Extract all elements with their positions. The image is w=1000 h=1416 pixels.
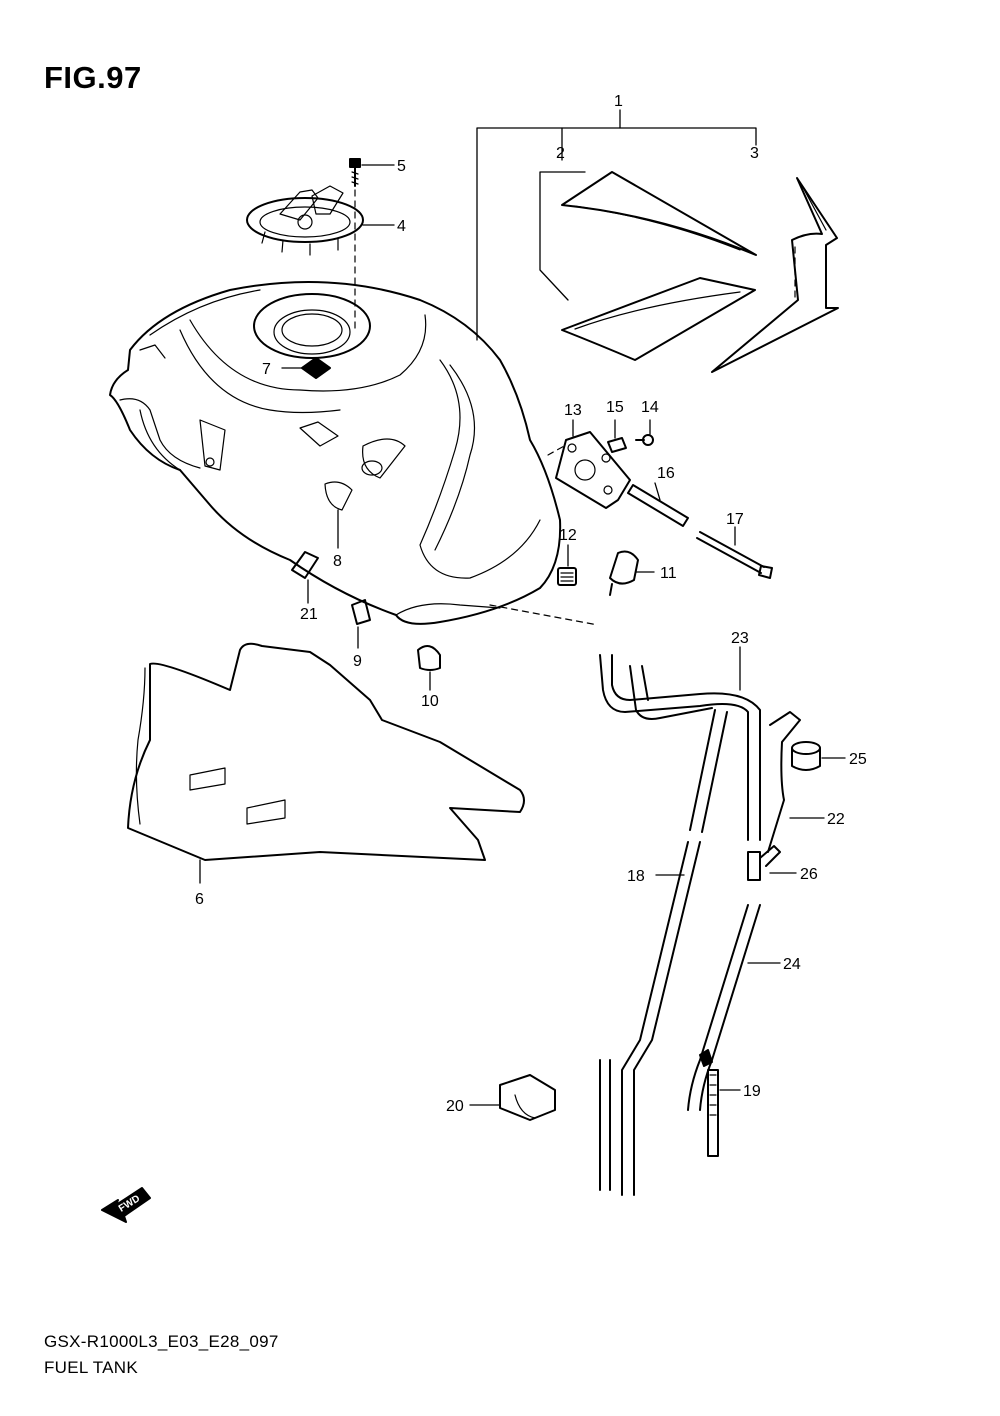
cushion-10 (417, 645, 441, 691)
callout-15: 15 (606, 399, 624, 416)
decal-left-shape (561, 171, 757, 361)
callout-11: 11 (660, 565, 677, 582)
callout-26: 26 (800, 866, 818, 883)
callout-2: 2 (556, 145, 565, 162)
rubber-pad-21 (291, 551, 319, 604)
callout-6: 6 (195, 891, 204, 908)
nut-15 (607, 419, 627, 453)
figure-caption: FUEL TANK (44, 1358, 139, 1377)
joint-26 (747, 845, 797, 881)
callout-18: 18 (627, 868, 645, 885)
callout-4: 4 (397, 218, 406, 235)
grommet-12 (557, 544, 577, 586)
clamp-20 (469, 1074, 556, 1121)
hose-18 (599, 709, 728, 1196)
callout-7: 7 (262, 361, 271, 378)
heat-shield-6 (127, 642, 525, 884)
bolt-17 (696, 526, 773, 579)
callout-9: 9 (353, 653, 362, 670)
callout-3: 3 (750, 145, 759, 162)
figure-title: FIG.97 (44, 60, 142, 95)
collar-16 (627, 482, 689, 527)
hose-24 (687, 904, 781, 1111)
callout-19: 19 (743, 1083, 761, 1100)
callout-21: 21 (300, 606, 318, 623)
callout-1: 1 (614, 93, 623, 110)
fuel-tank (109, 281, 599, 626)
label-plate-7 (281, 357, 331, 379)
callout-23: 23 (731, 630, 749, 647)
clamp-19 (699, 1049, 741, 1157)
callout-5: 5 (397, 158, 406, 175)
decal-set-bracket (476, 109, 757, 341)
grommet-25 (791, 741, 846, 771)
hose-22 (747, 711, 825, 853)
model-code: GSX-R1000L3_E03_E28_097 (44, 1332, 279, 1351)
callout-25: 25 (849, 751, 867, 768)
callout-16: 16 (657, 465, 675, 482)
callout-24: 24 (783, 956, 801, 973)
callout-8: 8 (333, 553, 342, 570)
decal-right-shape (711, 177, 839, 373)
sensor-11 (609, 550, 655, 596)
bolt-14 (635, 419, 654, 446)
callout-22: 22 (827, 811, 845, 828)
callout-13: 13 (564, 402, 582, 419)
cushion-9 (351, 599, 371, 649)
bracket-13 (555, 419, 631, 509)
callout-12: 12 (559, 527, 577, 544)
cap-bolt (349, 158, 395, 331)
fwd-direction-marker: FWD (101, 1187, 151, 1223)
callout-20: 20 (446, 1098, 464, 1115)
callout-17: 17 (726, 511, 744, 528)
hose-23 (599, 646, 761, 729)
callout-labels: 1 2 3 4 5 6 7 8 9 10 11 12 13 14 15 16 1… (195, 93, 867, 1115)
callout-10: 10 (421, 693, 439, 710)
fuel-filler-cap (246, 185, 395, 256)
callout-14: 14 (641, 399, 659, 416)
